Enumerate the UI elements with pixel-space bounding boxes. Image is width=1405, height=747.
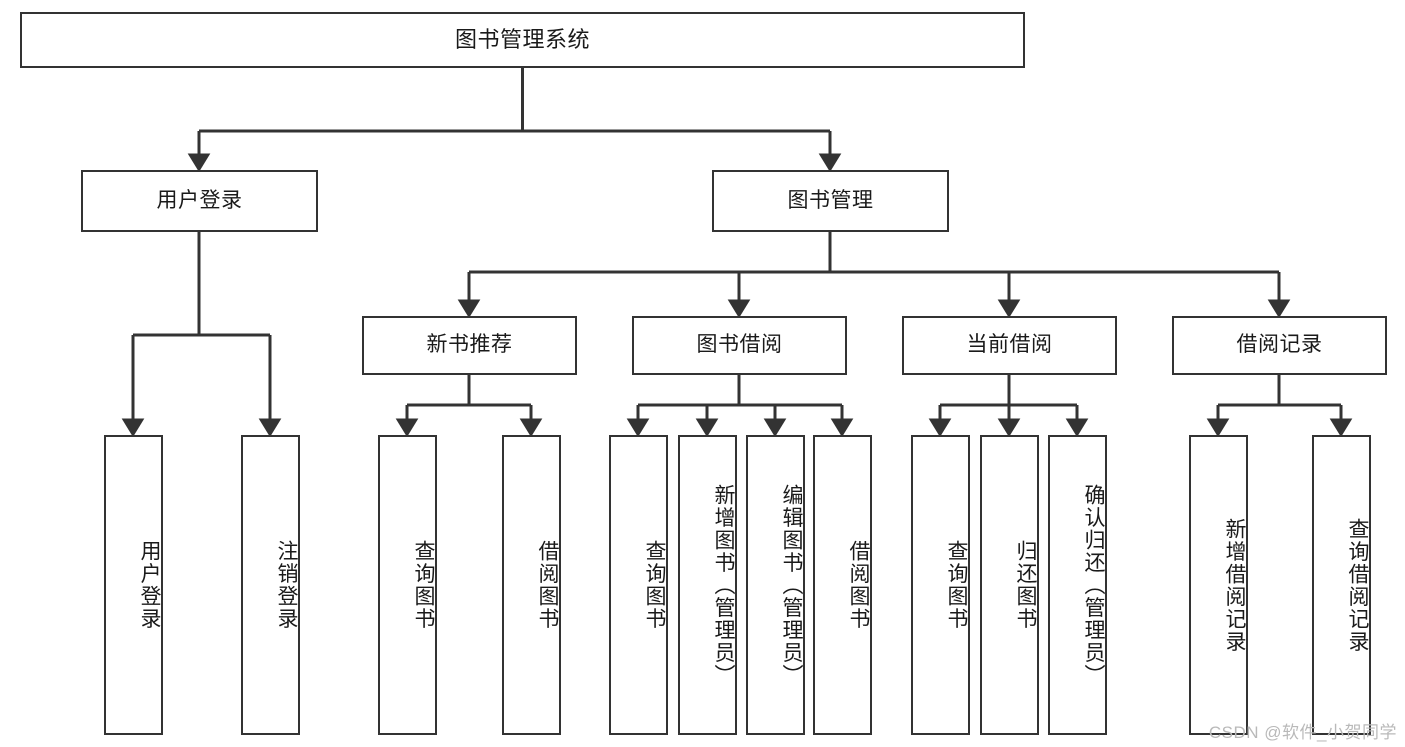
- watermark-text: CSDN @软件_小贺同学: [1208, 723, 1397, 742]
- node-leaf-add-book[interactable]: 新增图书（管理员）: [678, 435, 737, 735]
- node-leaf-query-book-2[interactable]: 查询图书: [609, 435, 668, 735]
- node-leaf-query-book-3[interactable]: 查询图书: [911, 435, 970, 735]
- node-label: 新增借阅记录: [1223, 517, 1246, 653]
- node-label: 借阅记录: [1236, 333, 1323, 357]
- node-label: 用户登录: [156, 188, 243, 212]
- node-label: 图书管理: [787, 188, 874, 212]
- node-label: 编辑图书（管理员）: [780, 483, 803, 687]
- node-label: 新书推荐: [426, 333, 513, 357]
- node-leaf-confirm-return[interactable]: 确认归还（管理员）: [1048, 435, 1107, 735]
- node-label: 确认归还（管理员）: [1082, 483, 1105, 687]
- node-leaf-logout[interactable]: 注销登录: [241, 435, 300, 735]
- node-label: 用户登录: [138, 540, 161, 630]
- node-leaf-borrow-book-1[interactable]: 借阅图书: [502, 435, 561, 735]
- node-label: 归还图书: [1014, 540, 1037, 630]
- node-book-borrow[interactable]: 图书借阅: [632, 316, 847, 375]
- node-borrow-record[interactable]: 借阅记录: [1172, 316, 1387, 375]
- node-new-book-recommend[interactable]: 新书推荐: [362, 316, 577, 375]
- node-leaf-query-book-1[interactable]: 查询图书: [378, 435, 437, 735]
- node-leaf-borrow-book-2[interactable]: 借阅图书: [813, 435, 872, 735]
- node-label: 新增图书（管理员）: [712, 483, 735, 687]
- node-label: 查询图书: [412, 540, 435, 630]
- node-label: 查询图书: [945, 540, 968, 630]
- node-leaf-return-book[interactable]: 归还图书: [980, 435, 1039, 735]
- node-leaf-add-record[interactable]: 新增借阅记录: [1189, 435, 1248, 735]
- node-label: 当前借阅: [966, 333, 1053, 357]
- node-user-login[interactable]: 用户登录: [81, 170, 318, 232]
- node-label: 注销登录: [275, 540, 298, 630]
- node-leaf-query-record[interactable]: 查询借阅记录: [1312, 435, 1371, 735]
- node-book-manage[interactable]: 图书管理: [712, 170, 949, 232]
- node-root-system[interactable]: 图书管理系统: [20, 12, 1025, 68]
- node-current-borrow[interactable]: 当前借阅: [902, 316, 1117, 375]
- node-label: 图书管理系统: [454, 27, 590, 53]
- node-label: 查询借阅记录: [1346, 517, 1369, 653]
- node-leaf-user-login[interactable]: 用户登录: [104, 435, 163, 735]
- node-label: 借阅图书: [536, 540, 559, 630]
- node-label: 查询图书: [643, 540, 666, 630]
- node-label: 借阅图书: [847, 540, 870, 630]
- node-leaf-edit-book[interactable]: 编辑图书（管理员）: [746, 435, 805, 735]
- node-label: 图书借阅: [696, 333, 783, 357]
